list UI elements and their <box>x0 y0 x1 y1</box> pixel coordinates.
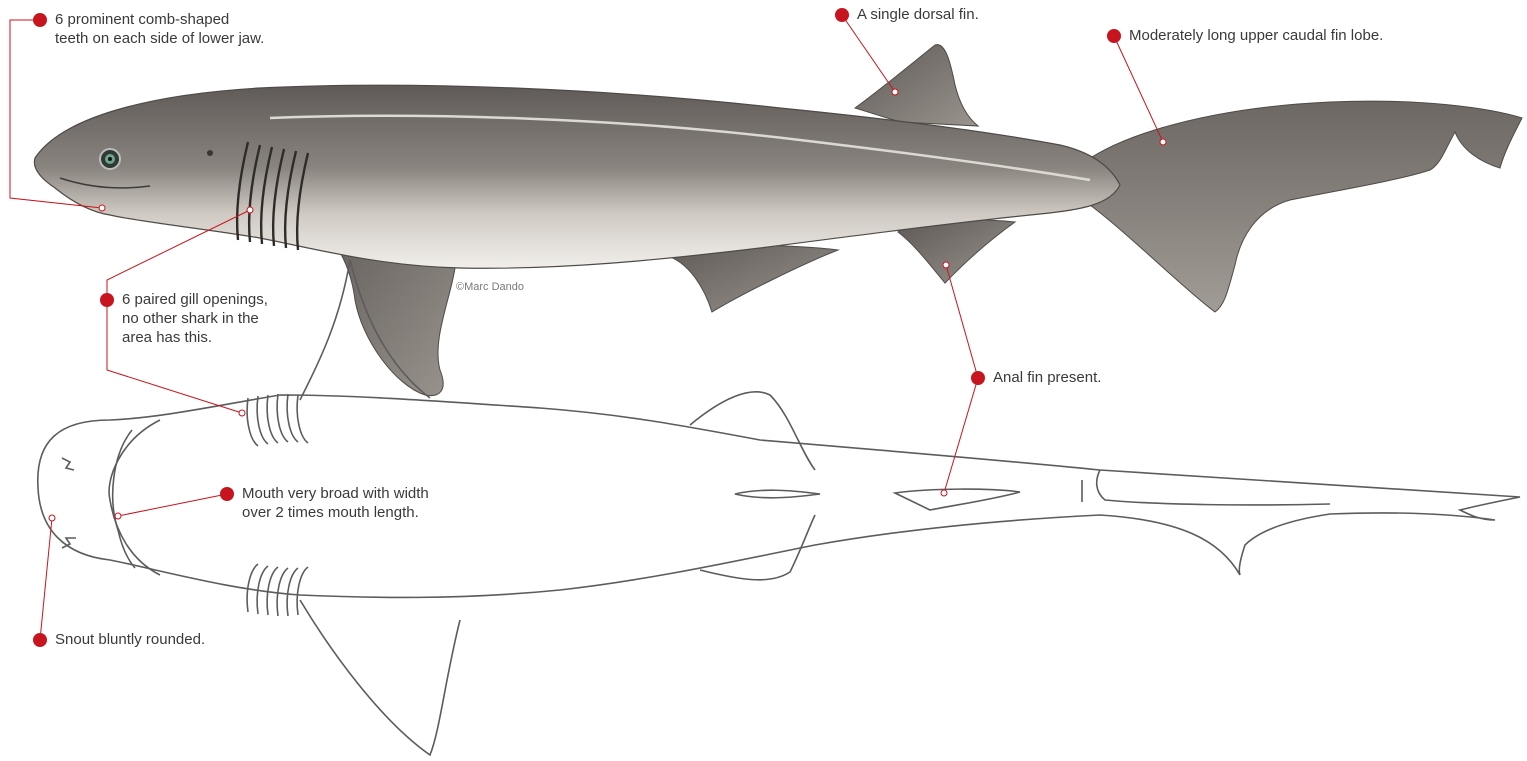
leader-line-mouth <box>118 494 227 516</box>
callout-dorsal-fin: A single dorsal fin. <box>857 5 979 24</box>
eye-icon <box>100 149 120 169</box>
marker-gills-lateral <box>247 207 253 213</box>
leader-line-dorsal <box>842 15 895 92</box>
bullet-mouth <box>220 487 234 501</box>
leader-line-snout <box>40 518 52 640</box>
marker-snout <box>49 515 55 521</box>
callout-dorsal-line-1: A single dorsal fin. <box>857 5 979 24</box>
marker-teeth <box>99 205 105 211</box>
callout-teeth-line-1: 6 prominent comb-shaped <box>55 10 264 29</box>
caudal-fin <box>1070 101 1522 312</box>
callout-gill-openings: 6 paired gill openings, no other shark i… <box>122 290 268 347</box>
marker-gills-ventral <box>239 410 245 416</box>
callout-teeth: 6 prominent comb-shaped teeth on each si… <box>55 10 264 48</box>
callout-mouth-line-1: Mouth very broad with width <box>242 484 429 503</box>
marker-mouth <box>115 513 121 519</box>
marker-caudal <box>1160 139 1166 145</box>
marker-anal-lateral <box>943 262 949 268</box>
callout-snout: Snout bluntly rounded. <box>55 630 205 649</box>
callout-snout-line-1: Snout bluntly rounded. <box>55 630 205 649</box>
callout-anal-line-1: Anal fin present. <box>993 368 1101 387</box>
dorsal-fin <box>855 45 978 126</box>
bullet-caudal <box>1107 29 1121 43</box>
ventral-caudal-fin <box>1097 470 1330 505</box>
callout-mouth: Mouth very broad with width over 2 times… <box>242 484 429 522</box>
leader-line-caudal <box>1114 36 1163 142</box>
leader-line-anal <box>944 378 978 493</box>
callout-gills-line-2: no other shark in the <box>122 309 268 328</box>
marker-anal-ventral <box>941 490 947 496</box>
bullet-snout <box>33 633 47 647</box>
callout-gills-line-1: 6 paired gill openings, <box>122 290 268 309</box>
ventral-pectoral-fin-lower <box>300 600 460 755</box>
ventral-nostril-upper <box>62 458 74 470</box>
marker-dorsal <box>892 89 898 95</box>
callout-gills-line-3: area has this. <box>122 328 268 347</box>
callout-mouth-line-2: over 2 times mouth length. <box>242 503 429 522</box>
artist-credit: ©Marc Dando <box>456 281 524 293</box>
bullet-dorsal <box>835 8 849 22</box>
callout-caudal-fin: Moderately long upper caudal fin lobe. <box>1129 26 1383 45</box>
spiracle <box>207 150 213 156</box>
ventral-anal-fin <box>895 489 1020 510</box>
callout-caudal-line-1: Moderately long upper caudal fin lobe. <box>1129 26 1383 45</box>
ventral-cloaca <box>735 490 820 498</box>
ventral-pelvic-fin-lower <box>700 515 815 580</box>
bullet-anal <box>971 371 985 385</box>
callout-anal-fin: Anal fin present. <box>993 368 1101 387</box>
gill-slits-ventral-upper <box>247 394 308 446</box>
callout-teeth-line-2: teeth on each side of lower jaw. <box>55 29 264 48</box>
ventral-head-curve <box>109 420 160 575</box>
leader-line-anal-upper <box>946 265 978 378</box>
bullet-gills <box>100 293 114 307</box>
anal-fin <box>898 220 1015 283</box>
bullet-teeth <box>33 13 47 27</box>
